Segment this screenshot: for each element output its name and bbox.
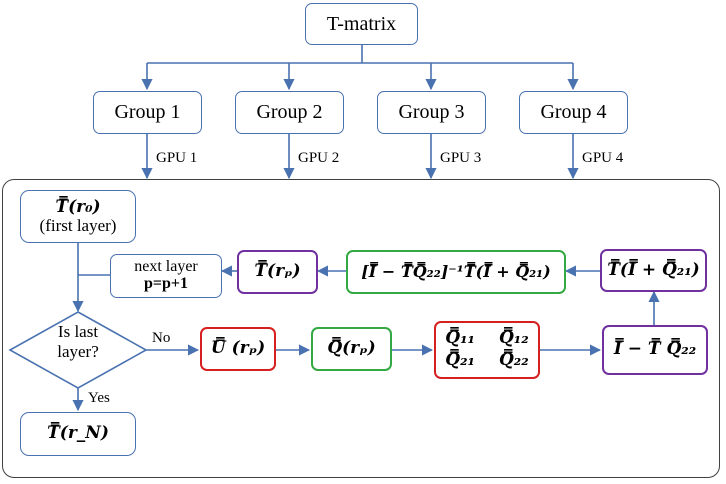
u-rp-box: U̿ (rₚ) <box>200 327 276 371</box>
t-matrix-label: T-matrix <box>326 12 397 35</box>
gpu-1-label: GPU 1 <box>156 150 198 166</box>
t-rn-box: T̿(r_N) <box>20 412 136 456</box>
decision-line-1: Is last <box>57 322 99 341</box>
group-1-box: Group 1 <box>93 91 202 134</box>
t-rp-box: T̿(rₚ) <box>237 250 318 294</box>
group-2-box: Group 2 <box>235 91 344 134</box>
t-rn-expr: T̿(r_N) <box>47 423 109 444</box>
next-layer-box: next layer p=p+1 <box>110 254 222 298</box>
q-matrix-box: Q̿₁₁ Q̿₁₂ Q̿₂₁ Q̿₂₂ <box>434 321 540 379</box>
i-minus-tq22-expr: I̿ − T̿ Q̿₂₂ <box>613 339 697 360</box>
q-rp-expr: Q̿(rₚ) <box>327 338 376 359</box>
t-i-plus-q21-expr: T̿(I̿ + Q̿₂₁) <box>607 259 700 280</box>
decision-line-2: layer? <box>57 342 99 362</box>
group-4-box: Group 4 <box>519 91 628 134</box>
update-formula-expr: [I̿ − T̿Q̿₂₂]⁻¹T̿(I̿ + Q̿₂₁) <box>361 261 551 281</box>
decision-text: Is last layer? <box>40 322 116 363</box>
t-i-plus-q21-box: T̿(I̿ + Q̿₂₁) <box>600 249 707 292</box>
first-layer-note: (first layer) <box>39 215 117 235</box>
t-matrix-box: T-matrix <box>305 3 418 45</box>
gpu-4-label: GPU 4 <box>582 150 624 166</box>
decision-diamond <box>8 311 148 389</box>
gpu-process-frame <box>2 179 720 478</box>
q21-expr: Q̿₂₁ <box>445 350 475 370</box>
next-layer-text: next layer <box>134 258 198 276</box>
group-4-label: Group 4 <box>540 101 607 123</box>
u-rp-expr: U̿ (rₚ) <box>210 338 266 359</box>
gpu-3-label: GPU 3 <box>440 150 482 166</box>
group-1-label: Group 1 <box>114 101 181 123</box>
q22-expr: Q̿₂₂ <box>499 350 529 370</box>
group-2-label: Group 2 <box>256 101 323 123</box>
t-rp-expr: T̿(rₚ) <box>254 261 301 282</box>
i-minus-tq22-box: I̿ − T̿ Q̿₂₂ <box>602 325 708 375</box>
group-3-box: Group 3 <box>377 91 486 134</box>
q-rp-box: Q̿(rₚ) <box>311 327 392 371</box>
q12-expr: Q̿₁₂ <box>499 328 529 349</box>
p-increment-text: p=p+1 <box>143 275 189 292</box>
group-3-label: Group 3 <box>398 101 465 123</box>
yes-label: Yes <box>88 390 110 406</box>
no-label: No <box>152 330 171 346</box>
gpu-2-label: GPU 2 <box>298 150 340 166</box>
q11-expr: Q̿₁₁ <box>445 328 475 349</box>
update-formula-box: [I̿ − T̿Q̿₂₂]⁻¹T̿(I̿ + Q̿₂₁) <box>346 250 566 294</box>
start-t-r0-box: T̿(r₀) (first layer) <box>20 190 136 243</box>
start-t-r0-expr: T̿(r₀) <box>55 196 101 217</box>
